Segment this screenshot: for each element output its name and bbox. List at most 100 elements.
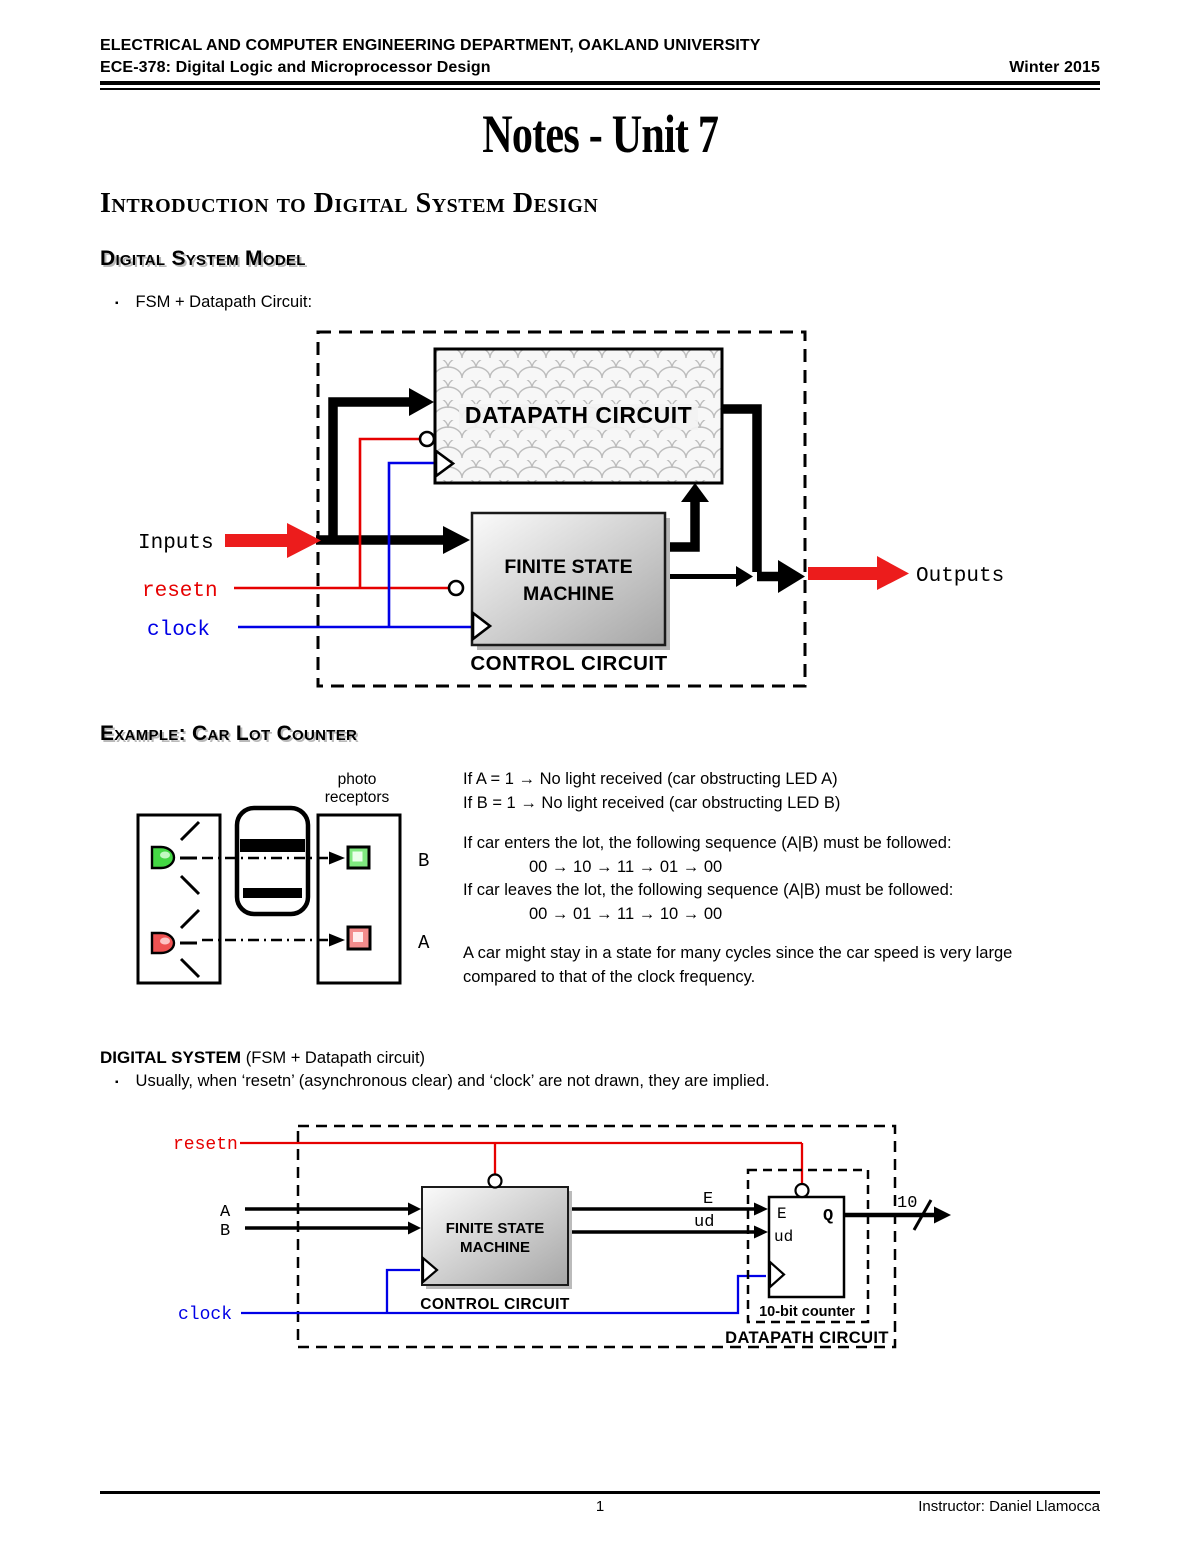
note-seq-enter: 00 → 10 → 11 → 01 → 00 xyxy=(529,857,723,876)
clock-label: clock xyxy=(147,619,210,642)
header-department: ELECTRICAL AND COMPUTER ENGINEERING DEPA… xyxy=(100,37,761,54)
fsm-box xyxy=(470,511,667,647)
inputs-arrow-head xyxy=(287,523,321,558)
control-circuit-label: CONTROL CIRCUIT xyxy=(420,1296,570,1313)
spacer xyxy=(463,926,1103,942)
fsm-label-line1: FINITE STATE xyxy=(504,556,632,578)
fsm-datapath-diagram: DATAPATH CIRCUIT FINITE STATE MACHINE CO… xyxy=(138,330,1004,688)
clock-net xyxy=(241,1268,766,1315)
counter-port-ud: ud xyxy=(774,1228,793,1246)
fsm-box xyxy=(421,1186,569,1286)
car-rear-window xyxy=(243,888,302,898)
footer-rule xyxy=(100,1491,1100,1494)
fsm-clock-triangle-icon xyxy=(421,1255,439,1285)
footer-page-number: 1 xyxy=(595,1498,605,1515)
note-if-a: If A = 1 → No light received (car obstru… xyxy=(463,770,838,788)
digital-system-heading: DIGITAL SYSTEM (FSM + Datapath circuit) xyxy=(100,1048,425,1068)
fsm-resetn-bubble xyxy=(487,1173,503,1189)
fsm-to-datapath-wire xyxy=(665,500,700,552)
header-rule-thin xyxy=(100,88,1100,90)
fsm-label-line1: FINITE STATE xyxy=(446,1220,545,1237)
up-arrowhead xyxy=(681,483,709,502)
signal-arrowheads xyxy=(408,1202,951,1239)
counter-dashed-border xyxy=(746,1168,870,1324)
clock-wires xyxy=(238,461,471,629)
light-beams xyxy=(202,856,330,942)
car-windshield xyxy=(240,839,305,852)
beam-b-arrowhead xyxy=(329,851,345,865)
note-stay-2: compared to that of the clock frequency. xyxy=(463,967,756,986)
led-green-shine xyxy=(160,851,170,859)
system-dashed-border xyxy=(316,330,807,688)
beam-a-arrowhead xyxy=(329,933,345,947)
datapath-label-band xyxy=(459,404,698,430)
black-arrowheads xyxy=(409,388,805,593)
note-stay-1: A car might stay in a state for many cyc… xyxy=(463,944,1013,962)
bullet-implied: ▪ Usually, when ‘resetn’ (asynchronous c… xyxy=(115,1072,1095,1093)
counter-clock-triangle-icon xyxy=(768,1259,786,1290)
photo-receptors-label-line1: photo xyxy=(338,771,377,788)
outputs-arrow-shaft xyxy=(808,567,878,580)
fsm-clock-triangle-icon xyxy=(471,610,493,642)
counter-port-q: Q xyxy=(823,1207,833,1226)
fsm-label-line2: MACHINE xyxy=(523,583,614,605)
bus-width-label: 10 xyxy=(897,1194,917,1213)
resetn-net xyxy=(240,1141,804,1184)
resetn-wire-datapath xyxy=(358,437,419,588)
title-wrap: Notes - Unit 7 xyxy=(100,103,1100,165)
datapath-resetn-bubble xyxy=(418,430,436,448)
input-a-label: A xyxy=(220,1203,231,1222)
datapath-clock-triangle-icon xyxy=(434,448,456,479)
photo-receptors-label-line2: receptors xyxy=(325,789,390,806)
counter-resetn-bubble xyxy=(794,1182,810,1199)
led-rays xyxy=(179,820,201,979)
junction-arrowhead xyxy=(736,566,753,587)
header-term: Winter 2015 xyxy=(1009,59,1100,76)
note-leaves: If car leaves the lot, the following seq… xyxy=(463,881,954,899)
control-circuit-label: CONTROL CIRCUIT xyxy=(470,652,667,675)
e-signal-label: E xyxy=(703,1190,713,1209)
input-b-label: B xyxy=(220,1222,230,1241)
page-title: Notes - Unit 7 xyxy=(482,104,719,164)
counter-port-e: E xyxy=(777,1205,787,1223)
digital-system-heading-rest: (FSM + Datapath circuit) xyxy=(245,1049,426,1067)
car-lot-diagram: photo receptors B A xyxy=(136,771,430,985)
resetn-wires xyxy=(234,437,448,590)
bus-width-slash xyxy=(912,1199,933,1231)
led-red-shine xyxy=(160,937,170,945)
receptor-green-shine xyxy=(352,851,363,862)
footer-instructor: Instructor: Daniel Llamocca xyxy=(918,1498,1100,1515)
header-row: ECE-378: Digital Logic and Microprocesso… xyxy=(100,59,1100,77)
resetn-label: resetn xyxy=(173,1135,238,1155)
section-example-heading: Example: Car Lot Counter xyxy=(100,722,358,745)
bullet-square-icon: ▪ xyxy=(115,1077,119,1088)
datapath-label: DATAPATH CIRCUIT xyxy=(465,402,692,428)
clock-to-fsm xyxy=(385,1268,420,1313)
fsm-input-arrowhead xyxy=(443,526,470,554)
inputs-label: Inputs xyxy=(138,532,214,555)
receptor-b-label: B xyxy=(418,850,429,872)
note-if-b: If B = 1 → No light received (car obstru… xyxy=(463,793,841,812)
note-seq-leave: 00 → 01 → 11 → 10 → 00 xyxy=(529,904,723,923)
digital-system-heading-bold: DIGITAL SYSTEM xyxy=(100,1048,242,1067)
bullet-implied-text: Usually, when ‘resetn’ (asynchronous cle… xyxy=(135,1072,770,1090)
datapath-circuit-label: DATAPATH CIRCUIT xyxy=(725,1329,889,1347)
outputs-arrow-icon xyxy=(808,556,909,590)
receptor-a-label: A xyxy=(418,932,430,954)
note-enters: If car enters the lot, the following seq… xyxy=(463,834,952,852)
clock-wire-datapath xyxy=(387,461,434,627)
fsm-resetn-bubble xyxy=(447,579,465,597)
inputs-branch-wire xyxy=(328,397,411,545)
clock-to-counter xyxy=(241,1274,766,1315)
receptor-red-shine xyxy=(353,932,363,942)
spacer xyxy=(463,815,1103,832)
outputs-arrowhead xyxy=(778,560,805,593)
resetn-label: resetn xyxy=(142,580,218,603)
clock-label: clock xyxy=(178,1305,232,1325)
inputs-arrow-shaft xyxy=(225,534,288,547)
header-course: ECE-378: Digital Logic and Microprocesso… xyxy=(100,59,491,76)
datapath-output-wire xyxy=(722,404,762,572)
outputs-label: Outputs xyxy=(916,565,1004,588)
system-dashed-border xyxy=(296,1124,897,1349)
